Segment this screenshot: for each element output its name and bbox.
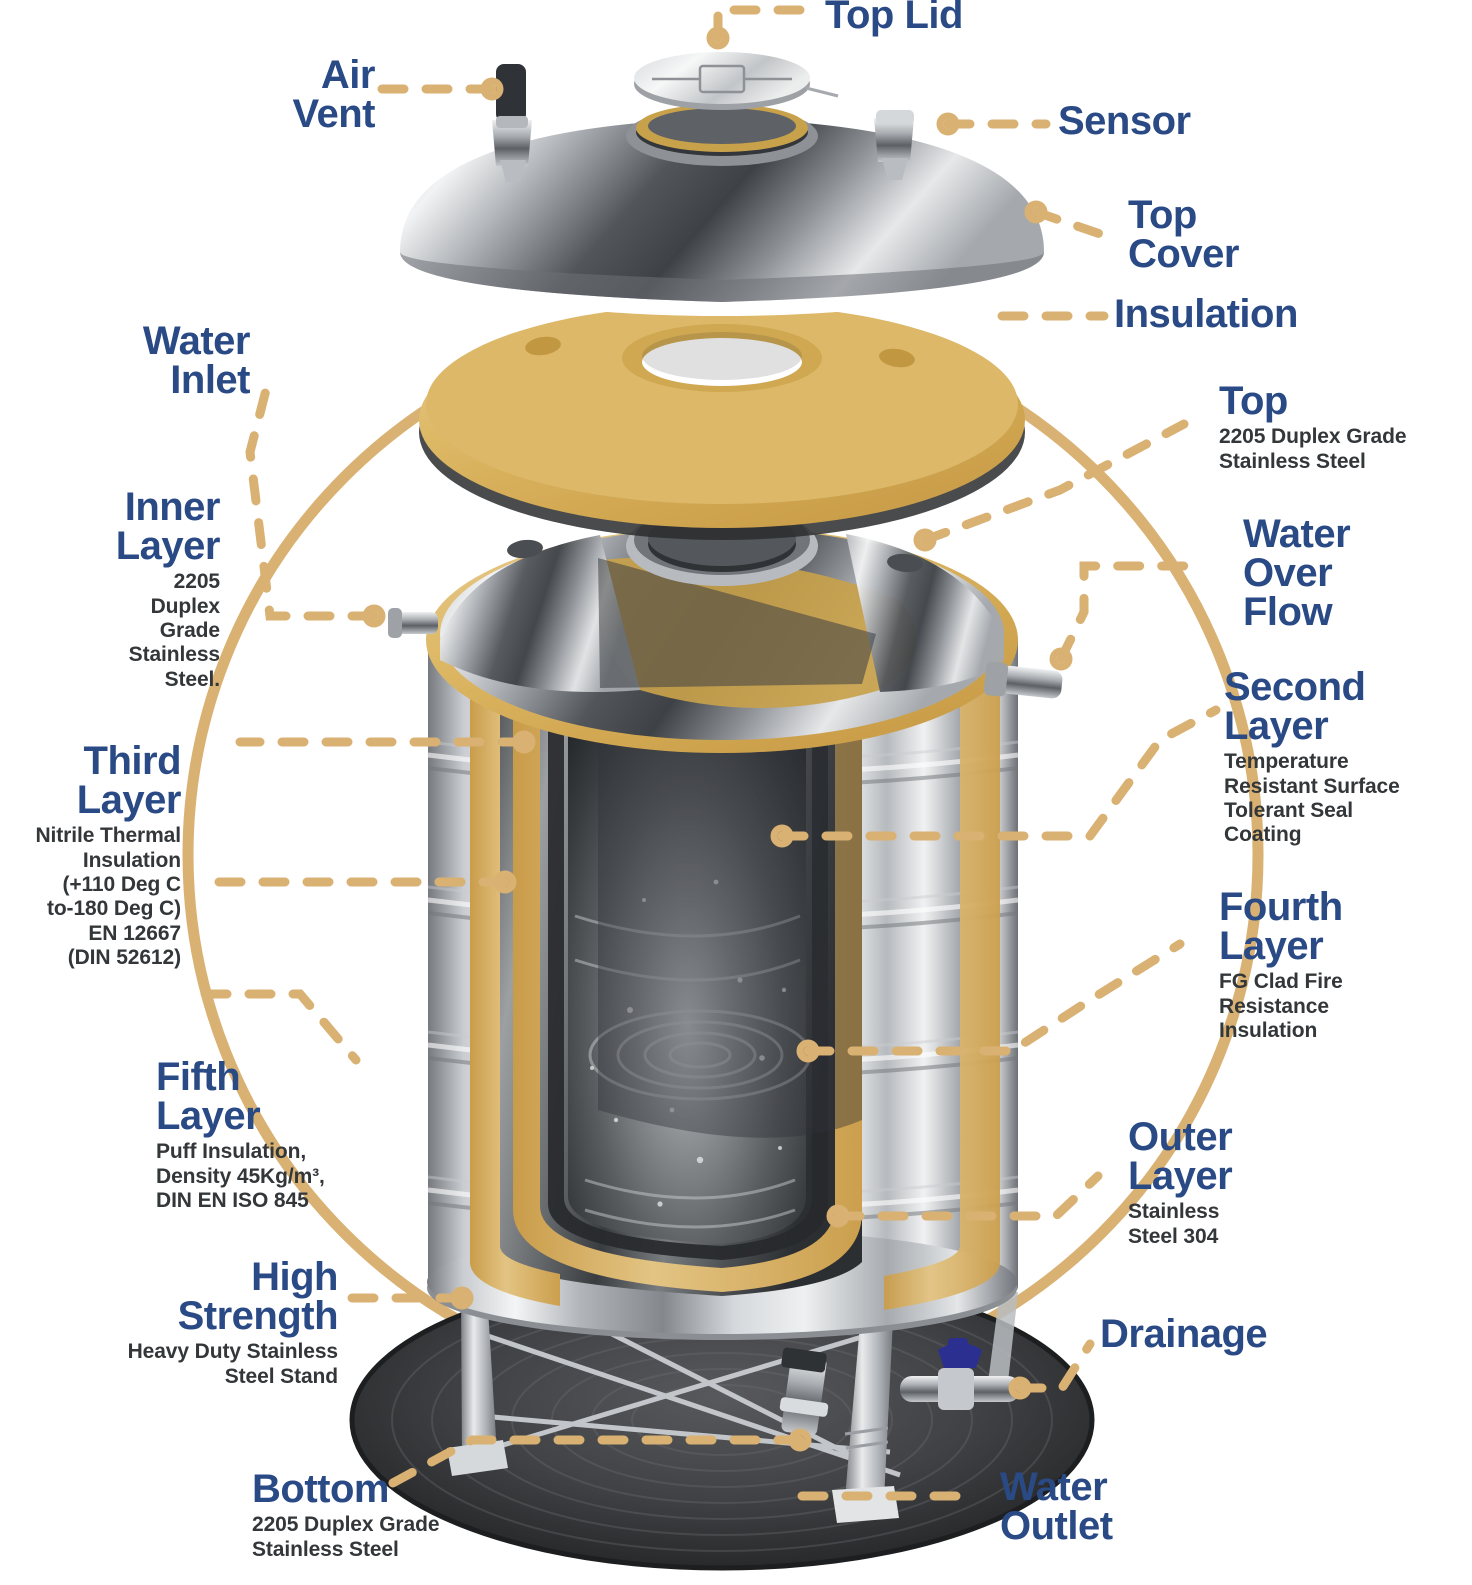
- callout-air-vent-heading: Air Vent: [292, 53, 376, 137]
- callout-top[interactable]: Top 2205 Duplex Grade Stainless Steel: [1219, 379, 1407, 474]
- callout-top-lid-heading: Top Lid: [825, 0, 963, 37]
- callout-fourth-layer[interactable]: Fourth Layer FG Clad Fire Resistance Ins…: [1219, 885, 1343, 1043]
- callout-inner-layer-heading: Inner Layer: [115, 485, 221, 569]
- callout-top-cover[interactable]: Top Cover: [1128, 193, 1239, 277]
- callout-drainage[interactable]: Drainage: [1100, 1312, 1268, 1356]
- water-inlet-nozzle: [388, 608, 438, 638]
- callout-bottom[interactable]: Bottom 2205 Duplex Grade Stainless Steel: [252, 1467, 440, 1562]
- callout-high-strength-sub: Heavy Duty Stainless Steel Stand: [127, 1340, 339, 1388]
- callout-third-layer-sub: Nitrile Thermal Insulation (+110 Deg C t…: [35, 824, 181, 970]
- callout-insulation-heading: Insulation: [1114, 292, 1298, 336]
- callout-water-inlet[interactable]: Water Inlet: [70, 319, 251, 403]
- callout-fourth-layer-heading: Fourth Layer: [1219, 885, 1343, 969]
- callout-top-lid[interactable]: Top Lid: [825, 0, 963, 35]
- callout-bottom-heading: Bottom: [252, 1467, 389, 1511]
- callout-second-layer-heading: Second Layer: [1224, 665, 1366, 749]
- callout-high-strength-heading: High Strength: [177, 1255, 339, 1339]
- callout-third-layer[interactable]: Third Layer Nitrile Thermal Insulation (…: [0, 739, 182, 971]
- callout-water-inlet-heading: Water Inlet: [142, 319, 251, 403]
- leader-drainage: [1015, 1339, 1095, 1393]
- leader-fifth-layer: [200, 989, 361, 1065]
- callout-sensor-heading: Sensor: [1058, 99, 1191, 143]
- air-vent-fitting: [492, 64, 532, 182]
- callout-sensor[interactable]: Sensor: [1058, 99, 1191, 143]
- callout-fifth-layer-sub: Puff Insulation, Density 45Kg/m³, DIN EN…: [156, 1140, 325, 1213]
- callout-top-heading: Top: [1219, 379, 1288, 423]
- water-outlet-fitting: [779, 1347, 829, 1436]
- callout-top-sub: 2205 Duplex Grade Stainless Steel: [1219, 425, 1407, 473]
- callout-third-layer-heading: Third Layer: [76, 739, 182, 823]
- callout-water-outlet[interactable]: Water Outlet: [1000, 1465, 1113, 1549]
- callout-second-layer[interactable]: Second Layer Temperature Resistant Surfa…: [1224, 665, 1400, 848]
- leader-endpoints: [362, 26, 1073, 1452]
- leader-top-cover: [1031, 207, 1123, 245]
- callout-fifth-layer-heading: Fifth Layer: [156, 1055, 261, 1139]
- callout-inner-layer[interactable]: Inner Layer 2205 Duplex Grade Stainless …: [20, 485, 221, 692]
- leader-water-inlet: [245, 385, 379, 621]
- water-overflow-nozzle: [983, 661, 1063, 699]
- leader-fourth-layer: [803, 939, 1185, 1056]
- callout-fourth-layer-sub: FG Clad Fire Resistance Insulation: [1219, 970, 1343, 1043]
- callout-water-overflow[interactable]: Water Over Flow: [1243, 512, 1351, 635]
- callout-bottom-sub: 2205 Duplex Grade Stainless Steel: [252, 1513, 440, 1561]
- leader-water-overflow: [1056, 561, 1205, 664]
- callout-outer-layer-sub: Stainless Steel 304: [1128, 1200, 1220, 1248]
- leader-bottom: [375, 1435, 805, 1495]
- callout-drainage-heading: Drainage: [1100, 1312, 1268, 1356]
- sensor-fitting: [874, 110, 914, 180]
- callout-insulation[interactable]: Insulation: [1114, 292, 1298, 336]
- callout-outer-layer-heading: Outer Layer: [1128, 1115, 1233, 1199]
- drainage-valve: [900, 1338, 1020, 1410]
- callout-air-vent[interactable]: Air Vent: [125, 53, 376, 137]
- top-lid-disc: [634, 52, 839, 110]
- callout-top-cover-heading: Top Cover: [1128, 193, 1239, 277]
- leader-top: [920, 419, 1189, 545]
- callout-second-layer-sub: Temperature Resistant Surface Tolerant S…: [1224, 750, 1400, 847]
- callout-fifth-layer[interactable]: Fifth Layer Puff Insulation, Density 45K…: [156, 1055, 325, 1213]
- callout-water-overflow-heading: Water Over Flow: [1243, 512, 1351, 635]
- callout-water-outlet-heading: Water Outlet: [1000, 1465, 1113, 1549]
- insulation-disc: [419, 304, 1025, 540]
- leader-outer-layer: [833, 1171, 1103, 1221]
- leader-second-layer: [777, 705, 1221, 841]
- callout-inner-layer-sub: 2205 Duplex Grade Stainless Steel.: [128, 570, 220, 691]
- leader-top-lid: [713, 5, 805, 43]
- callout-high-strength[interactable]: High Strength Heavy Duty Stainless Steel…: [78, 1255, 339, 1389]
- callout-outer-layer[interactable]: Outer Layer Stainless Steel 304: [1128, 1115, 1233, 1249]
- top-cover-dome: [400, 104, 1044, 316]
